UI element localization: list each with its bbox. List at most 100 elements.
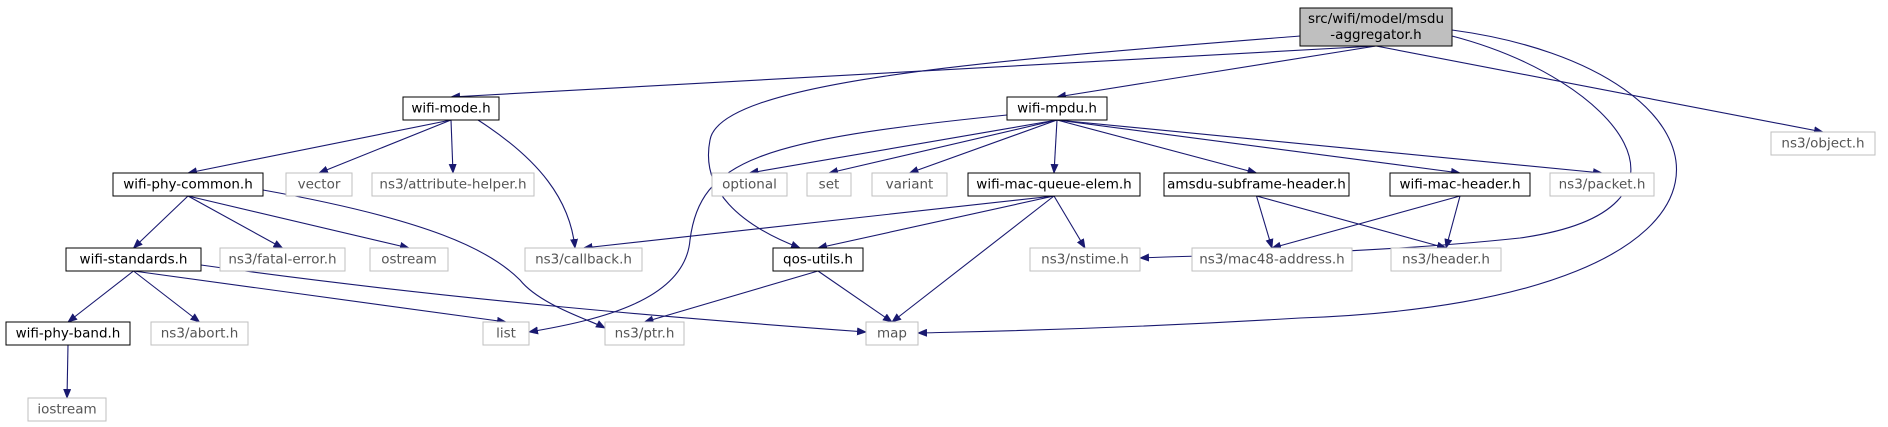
node-label: qos-utils.h xyxy=(783,252,853,268)
node-abort: ns3/abort.h xyxy=(150,321,249,346)
node-label: ostream xyxy=(381,252,437,268)
edge-wifi-mac-queue-elem-to-qos-utils xyxy=(817,195,1055,250)
edge-wifi-mode-to-attribute-helper xyxy=(448,119,457,174)
edge-wifi-mpdu-to-optional xyxy=(748,119,1058,176)
node-label: ns3/fatal-error.h xyxy=(228,252,336,268)
node-label: wifi-phy-common.h xyxy=(123,177,253,193)
node-qos-utils[interactable]: qos-utils.h xyxy=(772,247,864,272)
node-label: ns3/abort.h xyxy=(161,326,239,342)
edge-amsdu-subframe-header-to-mac48-address xyxy=(1255,195,1274,249)
node-box xyxy=(285,172,353,197)
node-label: map xyxy=(877,326,907,342)
edge-wifi-mac-queue-elem-to-callback xyxy=(582,195,1055,251)
edge-wifi-mpdu-to-set xyxy=(828,119,1058,175)
node-set: set xyxy=(806,172,852,197)
node-packet: ns3/packet.h xyxy=(1549,172,1655,197)
node-ostream: ostream xyxy=(369,247,449,272)
edge-wifi-mpdu-to-list xyxy=(528,114,1008,335)
node-box xyxy=(1389,172,1531,197)
node-box xyxy=(524,247,643,272)
node-box xyxy=(5,321,131,346)
edge-wifi-phy-common-to-fatal-error xyxy=(187,195,284,249)
edge-wifi-mpdu-to-amsdu-subframe-header xyxy=(1056,119,1258,175)
node-ptr: ns3/ptr.h xyxy=(604,321,685,346)
edge-root-to-qos-utils xyxy=(708,35,1301,249)
edge-root-to-wifi-mpdu xyxy=(1056,45,1377,100)
node-box xyxy=(1390,247,1502,272)
edge-wifi-standards-to-list xyxy=(133,270,507,325)
node-wifi-mode[interactable]: wifi-mode.h xyxy=(402,96,500,121)
node-object: ns3/object.h xyxy=(1770,131,1876,156)
node-box xyxy=(1549,172,1655,197)
edge-wifi-mac-header-to-header xyxy=(1444,195,1461,249)
node-label: ns3/nstime.h xyxy=(1041,252,1129,268)
node-label: vector xyxy=(298,177,341,193)
node-box xyxy=(371,172,535,197)
node-attribute-helper: ns3/attribute-helper.h xyxy=(371,172,535,197)
node-box xyxy=(369,247,449,272)
node-box xyxy=(806,172,852,197)
edge-root-to-object xyxy=(1375,45,1824,135)
node-label: variant xyxy=(886,177,934,193)
node-box xyxy=(1029,247,1141,272)
node-box xyxy=(482,321,530,346)
node-iostream: iostream xyxy=(27,397,107,422)
edge-wifi-mpdu-to-wifi-mac-header xyxy=(1056,119,1461,176)
node-label: wifi-mac-header.h xyxy=(1399,177,1520,193)
edge-wifi-standards-to-map xyxy=(200,264,867,336)
node-box xyxy=(27,397,107,422)
edge-wifi-phy-common-to-ptr xyxy=(262,189,606,329)
edge-wifi-mpdu-to-wifi-mac-queue-elem xyxy=(1050,119,1059,174)
node-box xyxy=(402,96,500,121)
edge-wifi-mode-to-callback xyxy=(477,119,579,249)
node-label: iostream xyxy=(37,402,96,418)
edge-wifi-mpdu-to-packet xyxy=(1056,119,1603,177)
node-label: ns3/object.h xyxy=(1781,136,1864,152)
node-label: wifi-standards.h xyxy=(80,252,188,268)
node-wifi-mpdu[interactable]: wifi-mpdu.h xyxy=(1006,96,1108,121)
node-root: src/wifi/model/msdu-aggregator.h xyxy=(1299,7,1453,47)
edges-layer xyxy=(63,29,1824,399)
node-vector: vector xyxy=(285,172,353,197)
edge-wifi-mac-queue-elem-to-map xyxy=(891,195,1055,323)
node-box xyxy=(711,172,788,197)
node-label: ns3/ptr.h xyxy=(615,326,675,342)
node-box xyxy=(967,172,1141,197)
edge-wifi-phy-band-to-iostream xyxy=(63,344,72,399)
node-label: optional xyxy=(722,177,777,193)
node-list: list xyxy=(482,321,530,346)
node-wifi-mac-header[interactable]: wifi-mac-header.h xyxy=(1389,172,1531,197)
node-box xyxy=(1770,131,1876,156)
node-label: ns3/packet.h xyxy=(1559,177,1646,193)
node-header: ns3/header.h xyxy=(1390,247,1502,272)
node-wifi-phy-common[interactable]: wifi-phy-common.h xyxy=(112,172,264,197)
node-wifi-mac-queue-elem[interactable]: wifi-mac-queue-elem.h xyxy=(967,172,1141,197)
node-label: src/wifi/model/msdu xyxy=(1308,11,1444,27)
edge-root-to-wifi-mode xyxy=(450,45,1377,101)
node-label: ns3/mac48-address.h xyxy=(1199,252,1345,268)
node-optional: optional xyxy=(711,172,788,197)
node-box xyxy=(772,247,864,272)
node-label: wifi-mpdu.h xyxy=(1017,101,1097,117)
edge-wifi-mode-to-vector xyxy=(318,119,452,174)
node-box xyxy=(871,172,948,197)
node-box xyxy=(1299,7,1453,47)
node-label: ns3/callback.h xyxy=(535,252,632,268)
node-label: amsdu-subframe-header.h xyxy=(1167,177,1346,193)
edge-wifi-phy-common-to-wifi-standards xyxy=(132,195,189,249)
node-wifi-standards[interactable]: wifi-standards.h xyxy=(65,247,202,272)
node-label: ns3/header.h xyxy=(1402,252,1490,268)
edge-qos-utils-to-map xyxy=(817,270,893,323)
edge-wifi-mac-queue-elem-to-nstime xyxy=(1053,195,1086,249)
edge-wifi-mode-to-wifi-phy-common xyxy=(187,119,452,176)
node-label: wifi-phy-band.h xyxy=(16,326,121,342)
node-box xyxy=(1191,247,1353,272)
node-box xyxy=(112,172,264,197)
node-wifi-phy-band[interactable]: wifi-phy-band.h xyxy=(5,321,131,346)
node-variant: variant xyxy=(871,172,948,197)
node-box xyxy=(150,321,249,346)
node-amsdu-subframe-header[interactable]: amsdu-subframe-header.h xyxy=(1163,172,1350,197)
edge-wifi-mac-header-to-mac48-address xyxy=(1271,195,1461,250)
node-label: ns3/attribute-helper.h xyxy=(379,177,526,193)
